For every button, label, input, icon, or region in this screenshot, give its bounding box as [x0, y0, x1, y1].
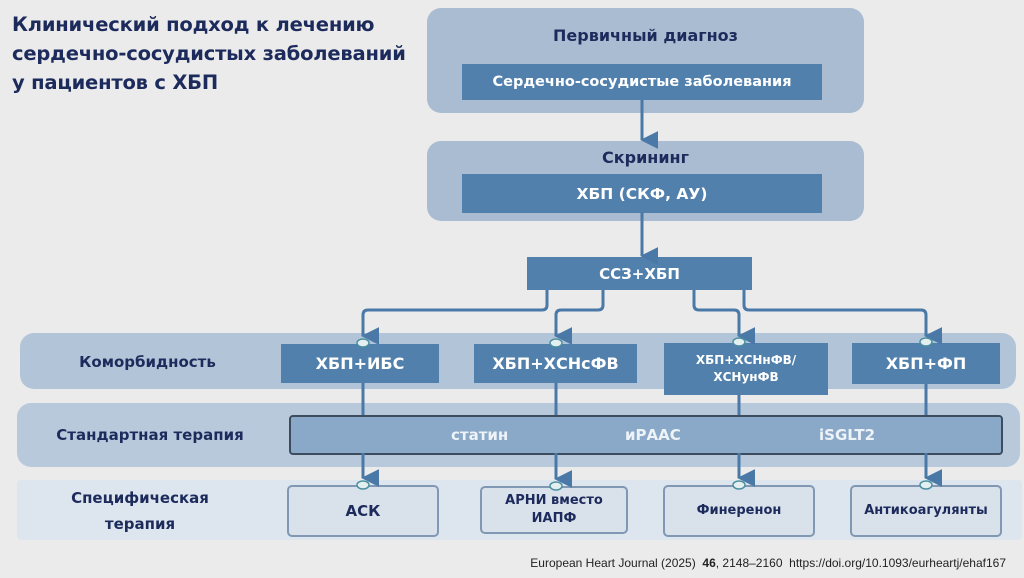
screening-panel: Скрининг ХБП (СКФ, АУ)	[427, 141, 864, 221]
citation-doi-link[interactable]: https://doi.org/10.1093/eurheartj/ehaf16…	[789, 556, 1006, 570]
comorbidity-label: Коморбидность	[79, 353, 216, 371]
citation-volume: 46	[702, 556, 716, 570]
comorbidity-ckd-af: ХБП+ФП	[852, 343, 1000, 384]
specific-therapy-aspirin: АСК	[287, 485, 439, 537]
comorbidity-ckd-ihd: ХБП+ИБС	[281, 344, 439, 383]
specific-therapy-label: Специфическая терапия	[71, 489, 209, 533]
primary-diagnosis-label: Первичный диагноз	[553, 26, 738, 45]
comorbidity-ckd-hfpef: ХБП+ХСНсФВ	[474, 344, 637, 383]
arrow-combined-to-ihd	[361, 290, 549, 345]
specific-therapy-anticoagulants: Антикоагулянты	[850, 485, 1002, 537]
therapy-raas-inhibitor: иРААС	[625, 426, 681, 444]
diagram-title: Клинический подход к лечению сердечно-со…	[12, 13, 406, 94]
primary-diagnosis-panel: Первичный диагноз Сердечно-сосудистые за…	[427, 8, 864, 113]
therapy-statin: статин	[451, 426, 509, 444]
standard-therapy-label: Стандартная терапия	[56, 426, 244, 444]
screening-label: Скрининг	[602, 148, 689, 167]
citation-pages: , 2148–2160	[715, 556, 783, 570]
citation: European Heart Journal (2025) 46, 2148–2…	[530, 556, 1006, 570]
citation-journal: European Heart Journal (2025)	[530, 556, 696, 570]
comorbidity-ckd-hfref-hfmref: ХБП+ХСНнФВ/ ХСНунФВ	[664, 343, 828, 395]
specific-therapy-arni: АРНИ вместо ИАПФ	[480, 486, 628, 534]
arrow-combined-to-af	[742, 290, 943, 345]
screening-item: ХБП (СКФ, АУ)	[462, 174, 822, 213]
arrow-combined-to-hfref	[692, 290, 756, 345]
therapy-sglt2-inhibitor: iSGLT2	[819, 426, 876, 444]
arrow-combined-to-hfpef	[554, 290, 605, 345]
cvd-ckd-node: ССЗ+ХБП	[527, 257, 752, 290]
primary-diagnosis-item: Сердечно-сосудистые заболевания	[462, 64, 822, 100]
specific-therapy-finerenone: Финеренон	[663, 485, 815, 537]
standard-therapy-bar: статин иРААС iSGLT2	[289, 415, 1003, 455]
